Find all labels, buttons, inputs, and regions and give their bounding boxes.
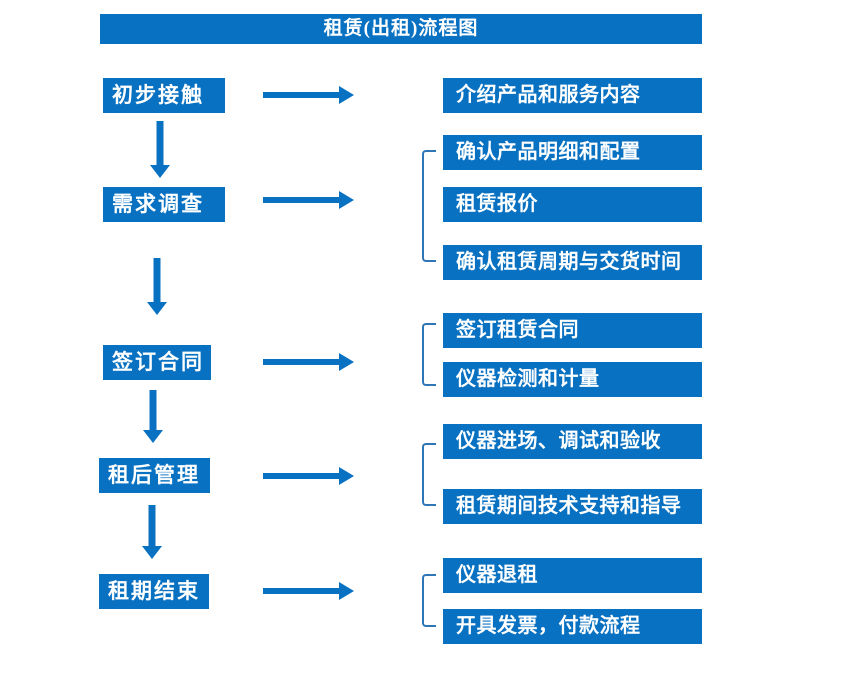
arrow-head [150, 165, 170, 178]
arrow-right-icon-1 [263, 86, 354, 104]
stage-box-initial-contact: 初步接触 [103, 78, 225, 113]
detail-box-rental-period-tech-support: 租赁期间技术支持和指导 [443, 489, 702, 524]
detail-box-invoice-payment-process: 开具发票，付款流程 [443, 609, 702, 644]
arrow-right-icon-4 [263, 467, 354, 485]
arrow-shaft [263, 473, 340, 479]
arrow-head [143, 430, 163, 443]
arrow-shaft [263, 588, 340, 594]
arrow-shaft [148, 505, 156, 547]
stage-box-demand-survey: 需求调查 [103, 187, 225, 222]
detail-box-confirm-period-delivery-time: 确认租赁周期与交货时间 [443, 245, 702, 280]
detail-box-sign-rental-contract: 签订租赁合同 [443, 313, 702, 348]
arrow-shaft [263, 92, 340, 98]
arrow-down-icon-3 [143, 390, 163, 443]
arrow-right-icon-5 [263, 582, 354, 600]
arrow-head [339, 582, 354, 600]
stage-box-sign-contract: 签订合同 [103, 345, 211, 380]
flowchart-title: 租赁(出租)流程图 [100, 14, 702, 44]
arrow-down-icon-2 [147, 258, 167, 315]
arrow-shaft [156, 121, 164, 166]
arrow-right-icon-3 [263, 353, 354, 371]
arrow-down-icon-1 [150, 121, 170, 178]
arrow-head [339, 467, 354, 485]
bracket-connector-demand-survey [422, 150, 436, 262]
arrow-down-icon-4 [142, 505, 162, 559]
arrow-shaft [263, 359, 340, 365]
arrow-head [339, 353, 354, 371]
arrow-right-icon-2 [263, 191, 354, 209]
arrow-head [147, 302, 167, 315]
bracket-connector-post-rental [422, 443, 436, 506]
arrow-shaft [149, 390, 157, 431]
detail-box-confirm-product-details-config: 确认产品明细和配置 [443, 135, 702, 170]
detail-box-rental-quote: 租赁报价 [443, 187, 702, 222]
arrow-shaft [153, 258, 161, 303]
detail-box-instrument-testing-metering: 仪器检测和计量 [443, 362, 702, 397]
bracket-connector-rental-end [422, 574, 436, 627]
arrow-head [142, 546, 162, 559]
bracket-connector-sign-contract [422, 323, 436, 386]
detail-box-instrument-entry-commissioning-acceptance: 仪器进场、调试和验收 [443, 424, 702, 459]
arrow-head [339, 86, 354, 104]
stage-box-post-rental-management: 租后管理 [99, 458, 210, 493]
stage-box-rental-end: 租期结束 [99, 574, 209, 609]
arrow-shaft [263, 197, 340, 203]
detail-box-introduce-products-services: 介绍产品和服务内容 [443, 78, 702, 113]
detail-box-instrument-return: 仪器退租 [443, 558, 702, 593]
arrow-head [339, 191, 354, 209]
